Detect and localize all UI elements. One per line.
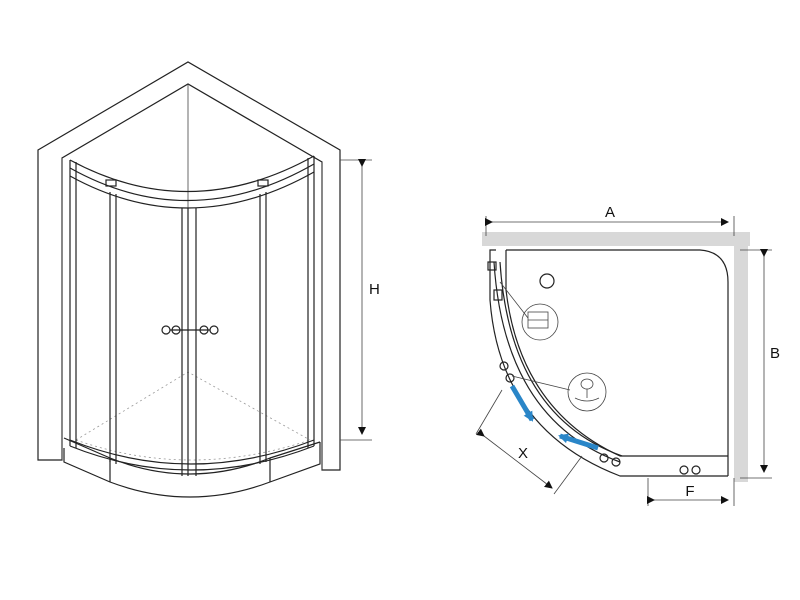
- dimension-b: B: [740, 249, 780, 479]
- curved-door-rails: [493, 261, 623, 463]
- callout-roller: [511, 372, 607, 412]
- tray-outline: [489, 249, 729, 477]
- enclosure-top-view: A B: [475, 204, 780, 506]
- height-label: H: [369, 281, 380, 298]
- floor-outline: [75, 371, 311, 461]
- arrow-left-icon: [558, 433, 599, 451]
- arrow-down-icon: [509, 384, 535, 422]
- rollers: [105, 179, 269, 187]
- corner-walls: [37, 61, 341, 471]
- right-wall: [734, 232, 748, 482]
- dimension-a-label: A: [605, 204, 615, 221]
- door-slide-arrows: [509, 384, 599, 451]
- rail-fittings: [487, 261, 701, 475]
- bottom-rail: [69, 439, 315, 471]
- height-dimension: H: [340, 159, 380, 441]
- dimension-x-label: X: [518, 445, 528, 462]
- drain-hole: [539, 273, 555, 289]
- door-handles: [161, 325, 219, 335]
- glass-panels: [109, 192, 267, 476]
- dimension-x: X: [475, 389, 583, 495]
- shower-tray: [63, 437, 321, 498]
- side-profiles: [69, 156, 315, 448]
- enclosure-3d-view: H: [37, 61, 380, 498]
- dimension-b-label: B: [770, 345, 780, 362]
- callout-hinge: [499, 281, 559, 341]
- top-rail: [69, 155, 315, 209]
- dimension-a: A: [485, 204, 735, 236]
- dimension-f-label: F: [685, 483, 694, 500]
- dimension-f: F: [647, 478, 735, 506]
- top-wall: [482, 232, 750, 246]
